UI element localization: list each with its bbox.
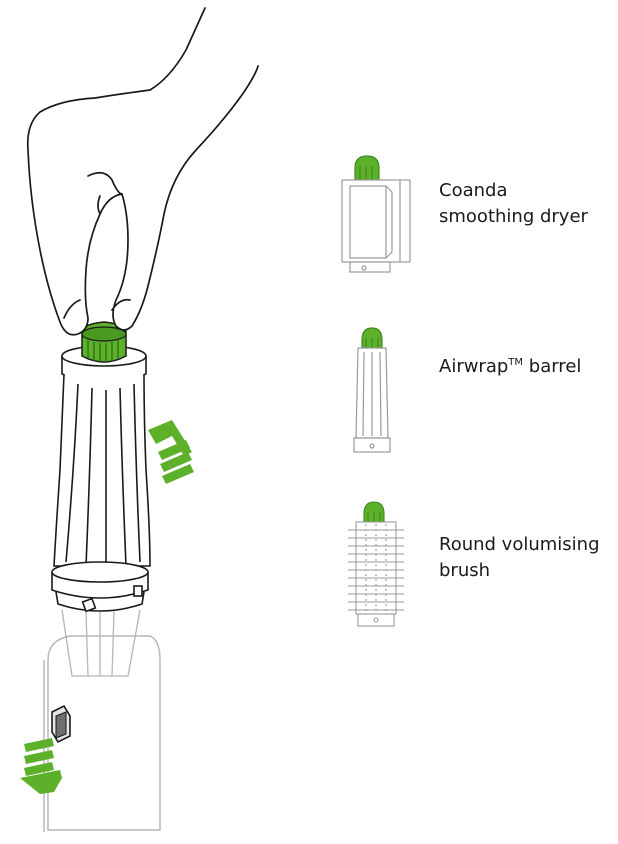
handle-release-button — [51, 704, 71, 744]
trademark-mark: TM — [508, 357, 524, 368]
down-arrow-icon — [20, 738, 62, 794]
label-airwrap-barrel: AirwrapTM barrel — [439, 354, 581, 380]
label-text: barrel — [523, 356, 582, 377]
round-brush-icon — [348, 501, 404, 627]
label-line: Round volumising — [439, 534, 600, 555]
airwrap-barrel-icon — [353, 327, 391, 453]
label-line: Coanda — [439, 180, 508, 201]
coanda-dryer-icon — [341, 155, 411, 273]
hand-removing-attachment-icon — [26, 7, 259, 336]
airwrap-barrel-attachment — [51, 345, 151, 613]
label-line: AirwrapTM barrel — [439, 354, 581, 380]
attachment-neck — [61, 609, 141, 677]
up-arrow-icon — [148, 420, 194, 484]
label-line: brush — [439, 560, 491, 581]
label-line: smoothing dryer — [439, 206, 588, 227]
label-text: Airwrap — [439, 356, 509, 377]
label-round-brush: Round volumising brush — [439, 532, 600, 584]
label-coanda-dryer: Coanda smoothing dryer — [439, 178, 588, 230]
